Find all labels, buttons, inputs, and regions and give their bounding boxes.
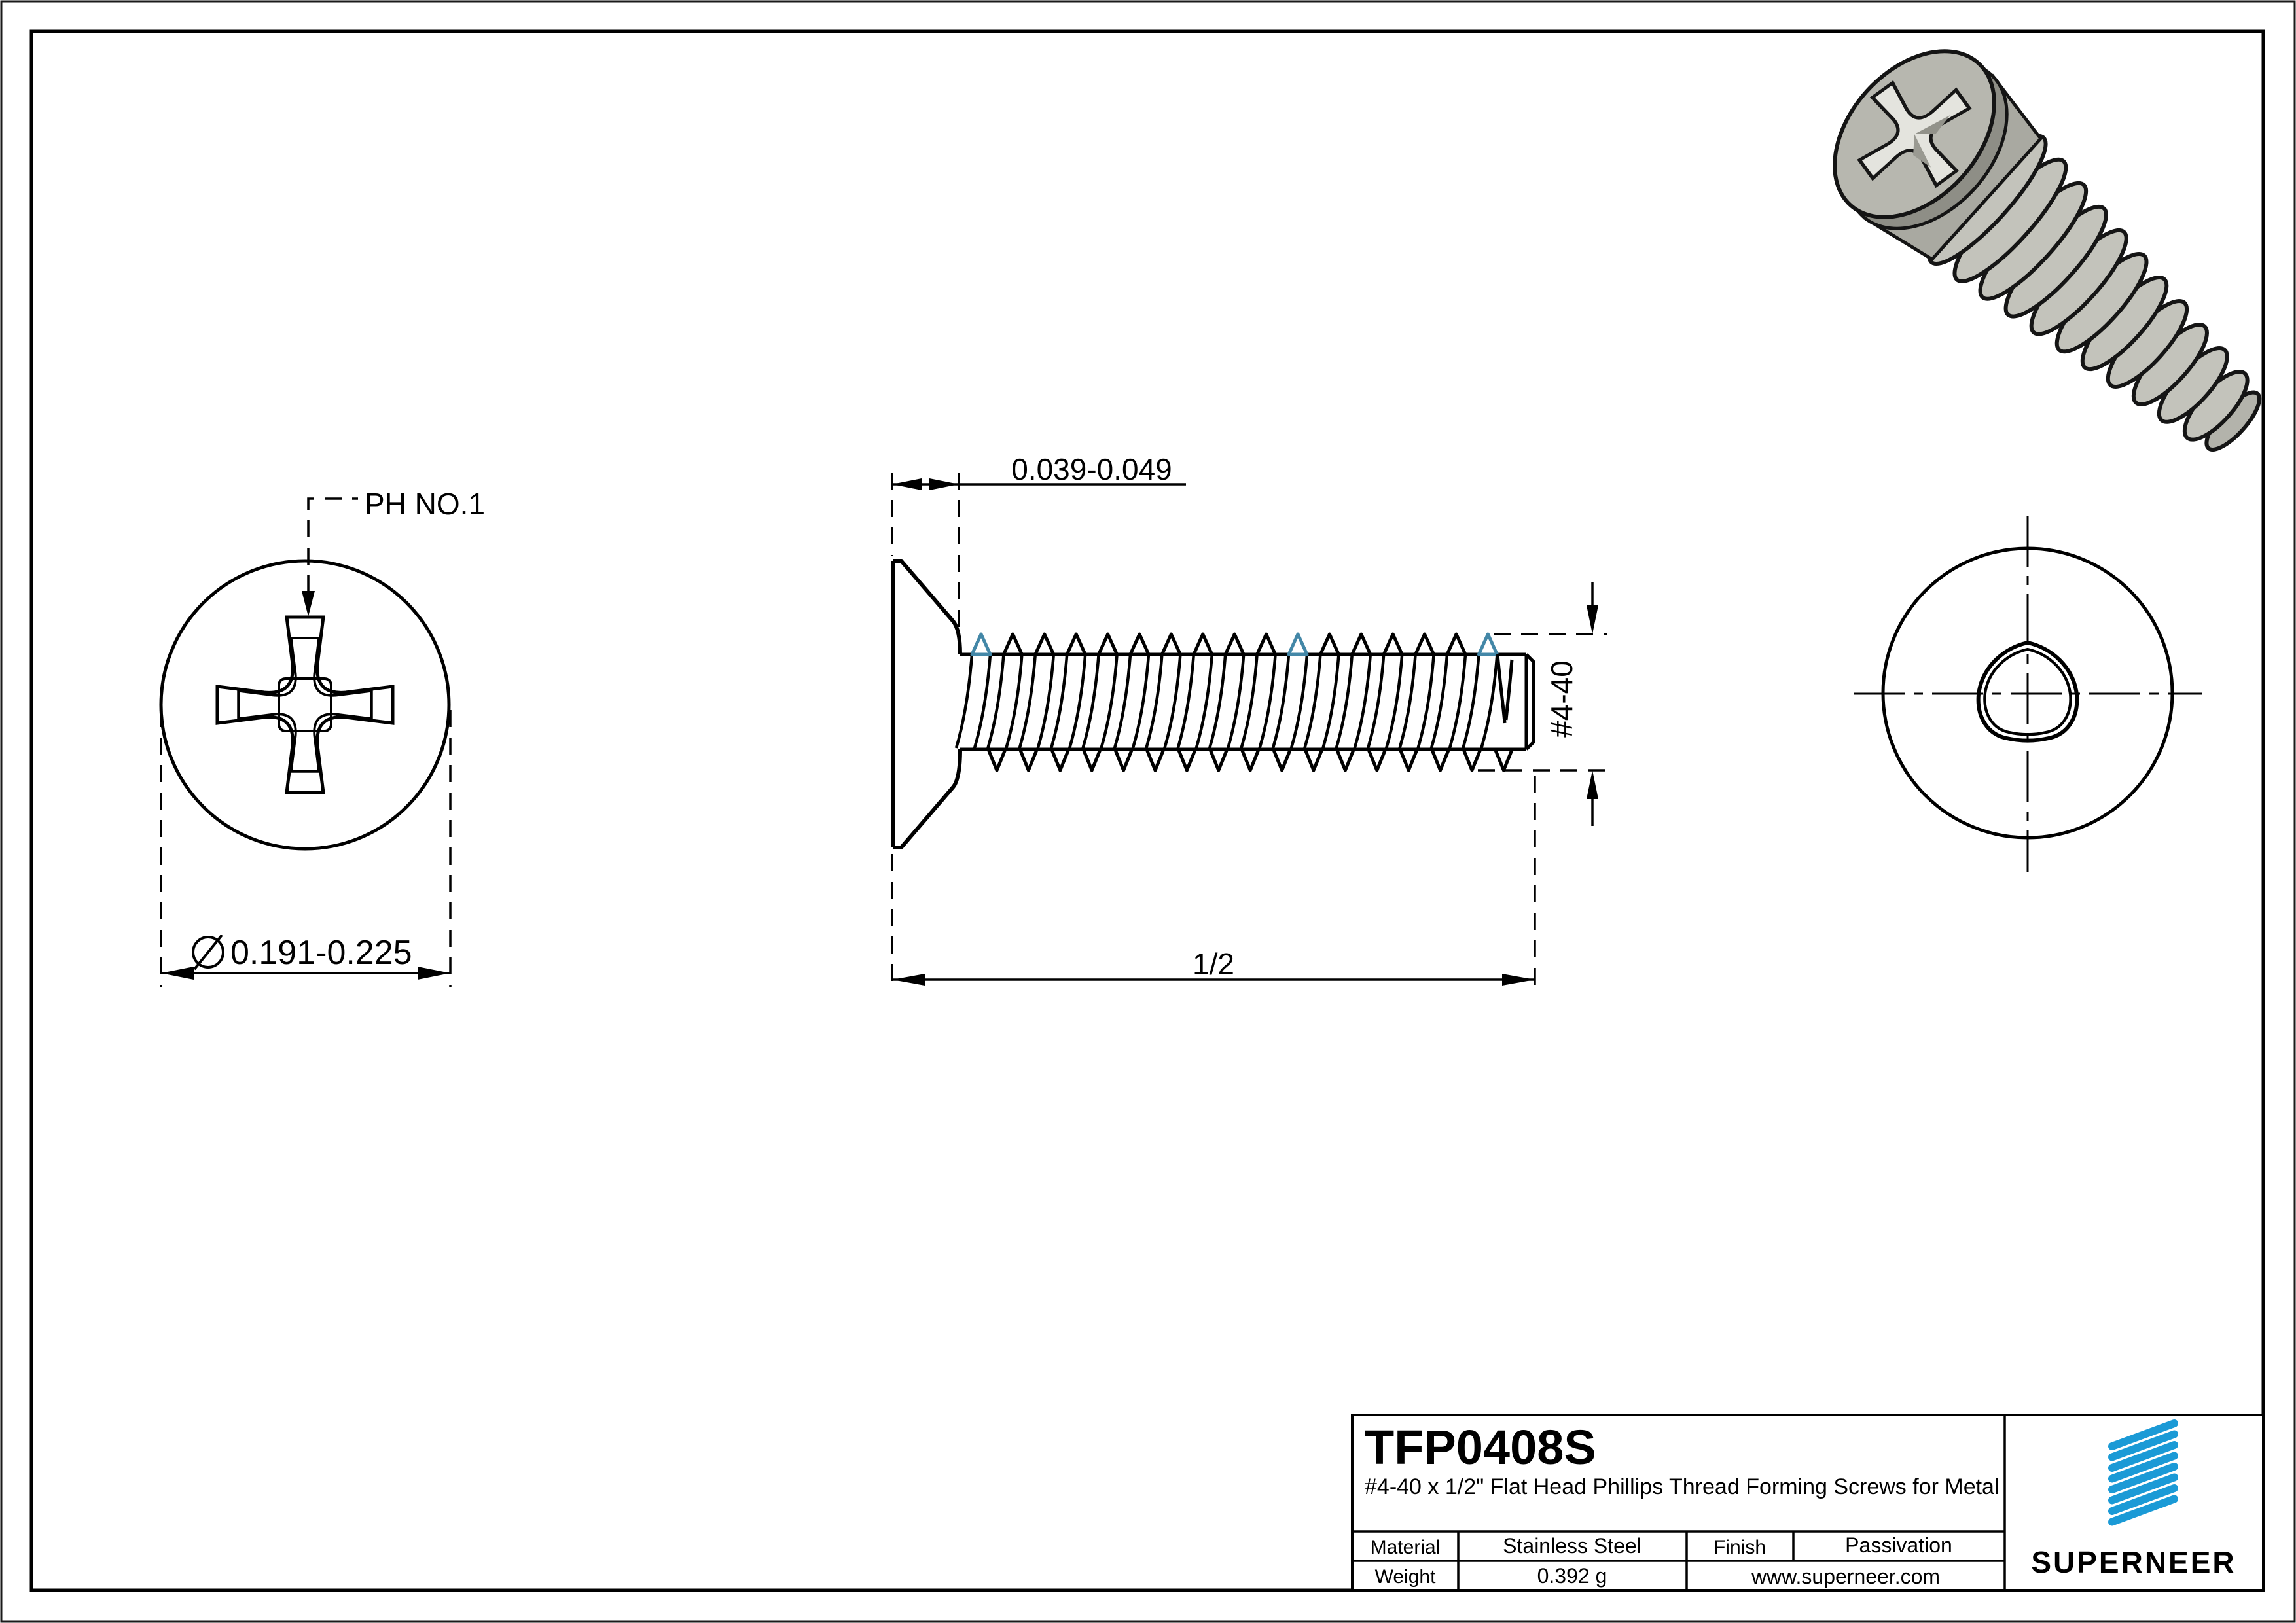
- leader-line: [307, 497, 358, 592]
- title-block: TFP0408S #4-40 x 1/2" Flat Head Phillips…: [1351, 1414, 2265, 1592]
- weight-label: Weight: [1375, 1566, 1436, 1588]
- iso-view: [1802, 49, 2262, 452]
- front-view: PH NO.1 0.191-0.225: [159, 487, 485, 987]
- website-link[interactable]: www.superneer.com: [1751, 1565, 1940, 1588]
- diameter-icon: [192, 934, 224, 971]
- diameter-dimension: 0.191-0.225: [230, 934, 412, 972]
- head-height-dimension: 0.039-0.049: [1011, 452, 1172, 486]
- brand-logo-icon: [2108, 1419, 2178, 1526]
- extension-lines: [1478, 633, 1607, 772]
- screw-end: [1524, 653, 1535, 751]
- material-value: Stainless Steel: [1503, 1534, 1641, 1558]
- side-view: 0.039-0.049 #4-40 1/2: [891, 452, 1607, 990]
- trilobe-outer: [1976, 640, 2079, 743]
- length-dimension: 1/2: [1193, 947, 1234, 981]
- head-top-slant: [893, 559, 962, 655]
- finish-value: Passivation: [1845, 1533, 1952, 1557]
- finish-label: Finish: [1713, 1537, 1766, 1558]
- dim-arrow-up: [1587, 770, 1598, 799]
- trilobe-inner: [1983, 647, 2072, 736]
- dim-arrow-right: [1502, 974, 1535, 986]
- dim-arrow-down: [1587, 605, 1598, 634]
- title-block-grid: [1352, 1415, 2006, 1590]
- recess-label: PH NO.1: [365, 487, 485, 521]
- dim-arrow-left: [892, 974, 925, 986]
- extension-lines: [160, 710, 452, 987]
- drawing-frame: [29, 29, 2265, 1592]
- screw-tip: [2204, 390, 2262, 452]
- thread-runout: [1496, 654, 1514, 724]
- back-view: [1854, 516, 2202, 872]
- phillips-recess-center: [278, 677, 332, 732]
- part-number: TFP0408S: [1365, 1420, 1596, 1474]
- dim-arrow-right: [418, 967, 450, 980]
- dim-arrow-left: [892, 478, 922, 490]
- dim-arrow-right: [929, 478, 959, 490]
- head-bottom-slant: [893, 749, 962, 849]
- leader-arrow: [302, 591, 315, 616]
- brand-name: SUPERNEER: [2031, 1545, 2236, 1579]
- extension-lines: [891, 473, 960, 627]
- head-outline: [1881, 546, 2174, 840]
- recess-shadow-2: [1913, 134, 1931, 168]
- weight-value: 0.392 g: [1537, 1564, 1607, 1588]
- thread-profile: [954, 632, 1526, 772]
- part-description: #4-40 x 1/2" Flat Head Phillips Thread F…: [1365, 1474, 2000, 1499]
- material-label: Material: [1371, 1537, 1441, 1558]
- extension-lines: [891, 776, 1536, 990]
- dim-arrow-left: [161, 967, 194, 980]
- thread-size-dimension: #4-40: [1545, 660, 1579, 738]
